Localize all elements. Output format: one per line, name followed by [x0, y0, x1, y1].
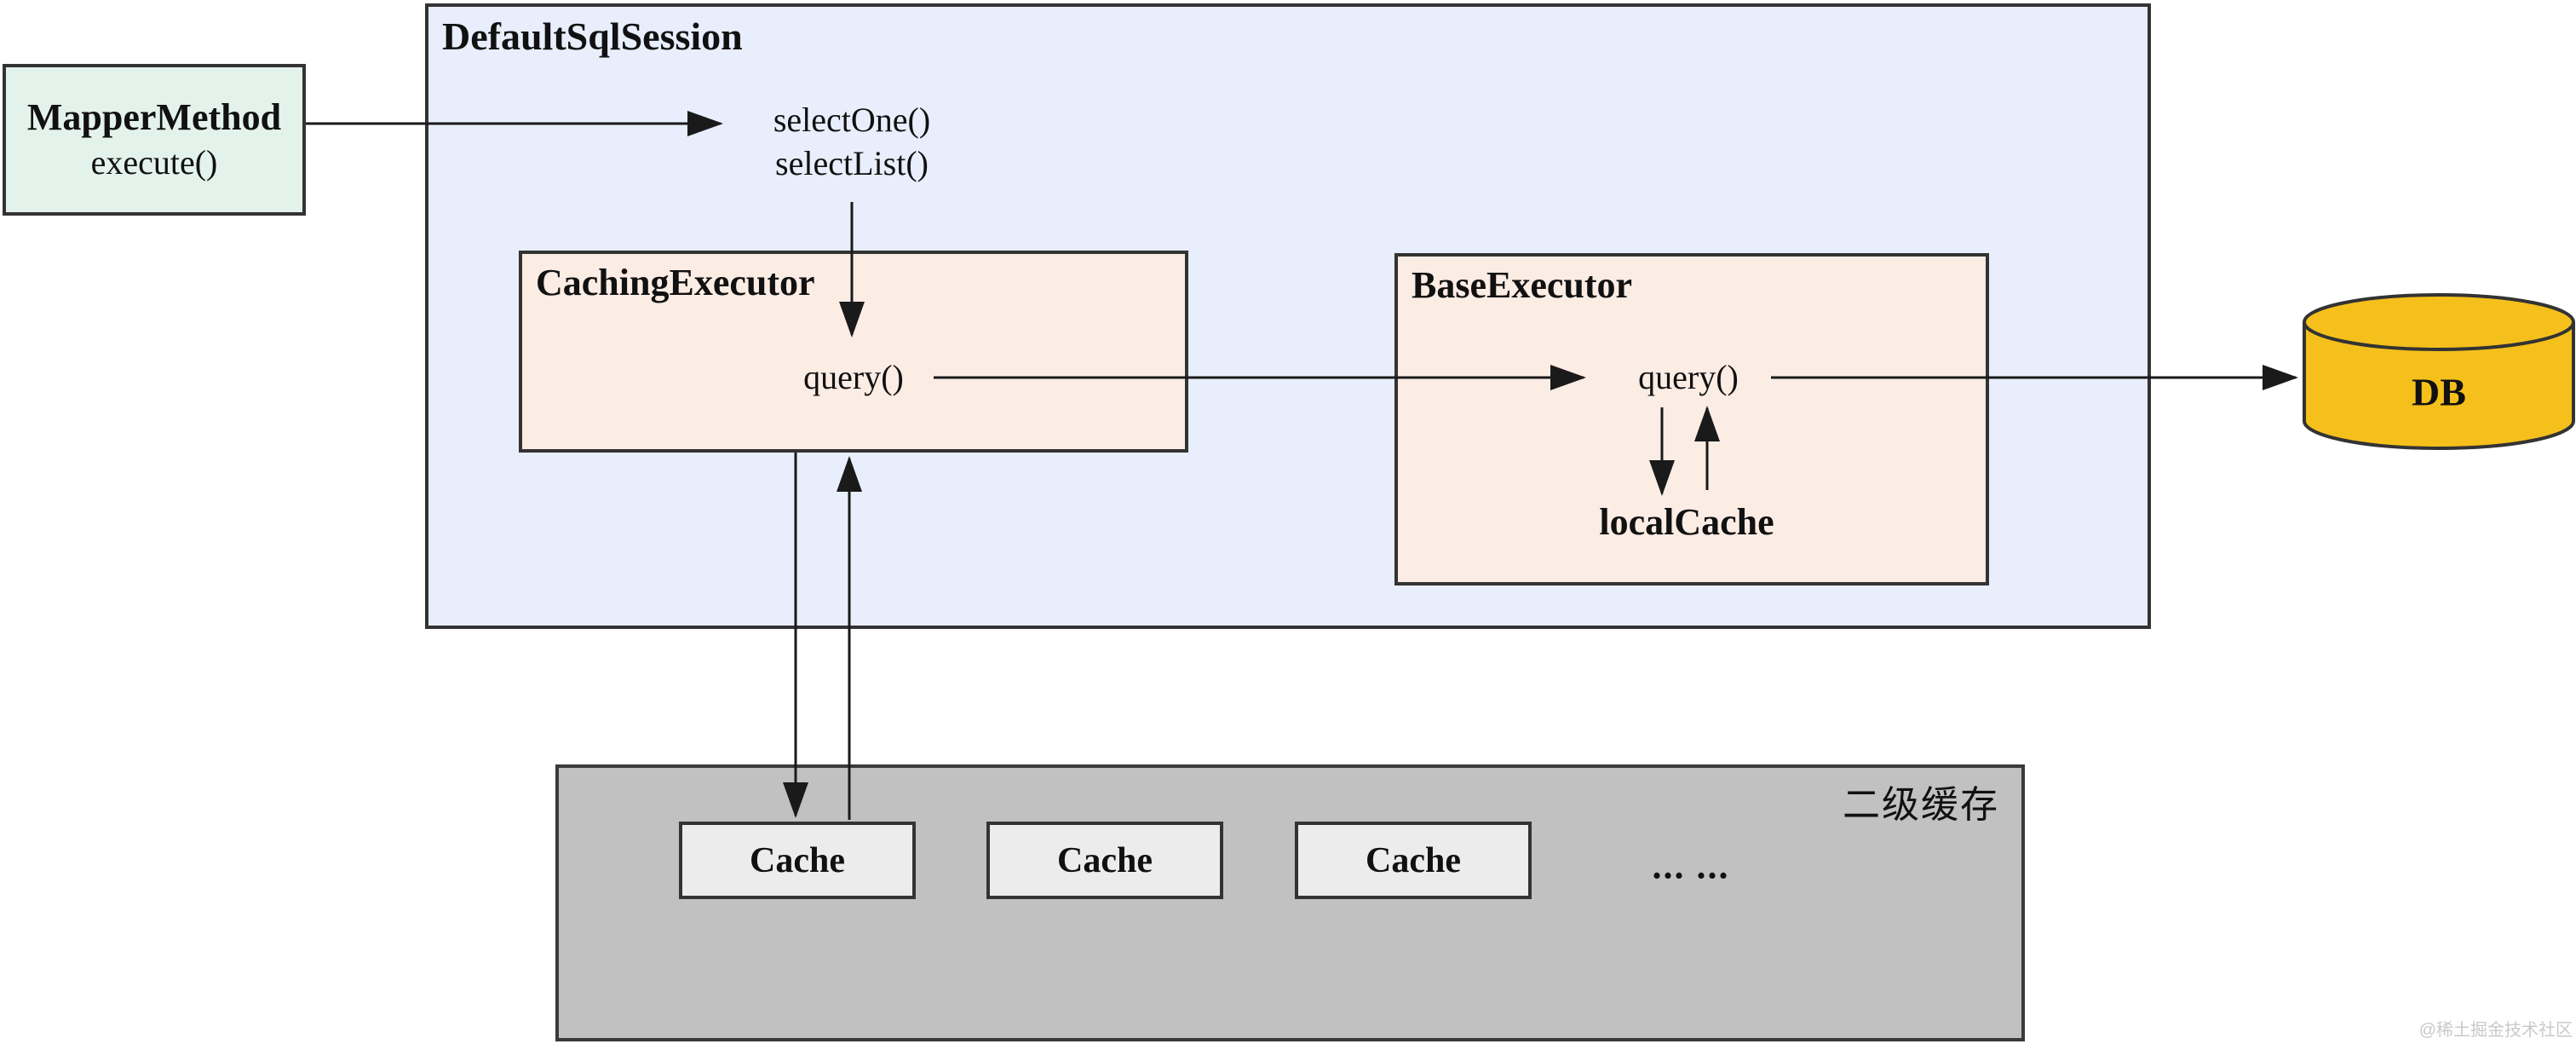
watermark: @稀土掘金技术社区: [2418, 1021, 2573, 1040]
base-executor-box: [1394, 253, 1989, 585]
select-list-label: selectList(): [775, 144, 929, 182]
cache-box-2: Cache: [986, 822, 1223, 899]
caching-executor-box: [519, 251, 1188, 453]
mapper-method-execute-label: execute(): [90, 143, 218, 182]
caching-executor-title: CachingExecutor: [536, 262, 815, 303]
cache-label: Cache: [1057, 840, 1153, 880]
base-query-label: query(): [1638, 358, 1739, 396]
select-one-label: selectOne(): [773, 101, 931, 139]
cache-box-3: Cache: [1295, 822, 1532, 899]
cache-label: Cache: [750, 840, 845, 880]
db-cylinder-icon: [2303, 293, 2575, 450]
db-label: DB: [2412, 370, 2466, 414]
mapper-method-title: MapperMethod: [26, 96, 282, 138]
cache-ellipsis: ... ...: [1652, 845, 1730, 887]
session-method-list: selectOne() selectList(): [773, 98, 930, 185]
mapper-method-box: MapperMethod execute(): [3, 64, 306, 216]
cache-box-1: Cache: [679, 822, 916, 899]
base-executor-title: BaseExecutor: [1412, 264, 1633, 306]
caching-query-label: query(): [803, 358, 904, 396]
local-cache-label: localCache: [1599, 500, 1774, 543]
second-level-cache-title: 二级缓存: [1843, 784, 1999, 826]
cache-label: Cache: [1366, 840, 1461, 880]
session-title: DefaultSqlSession: [442, 14, 743, 58]
